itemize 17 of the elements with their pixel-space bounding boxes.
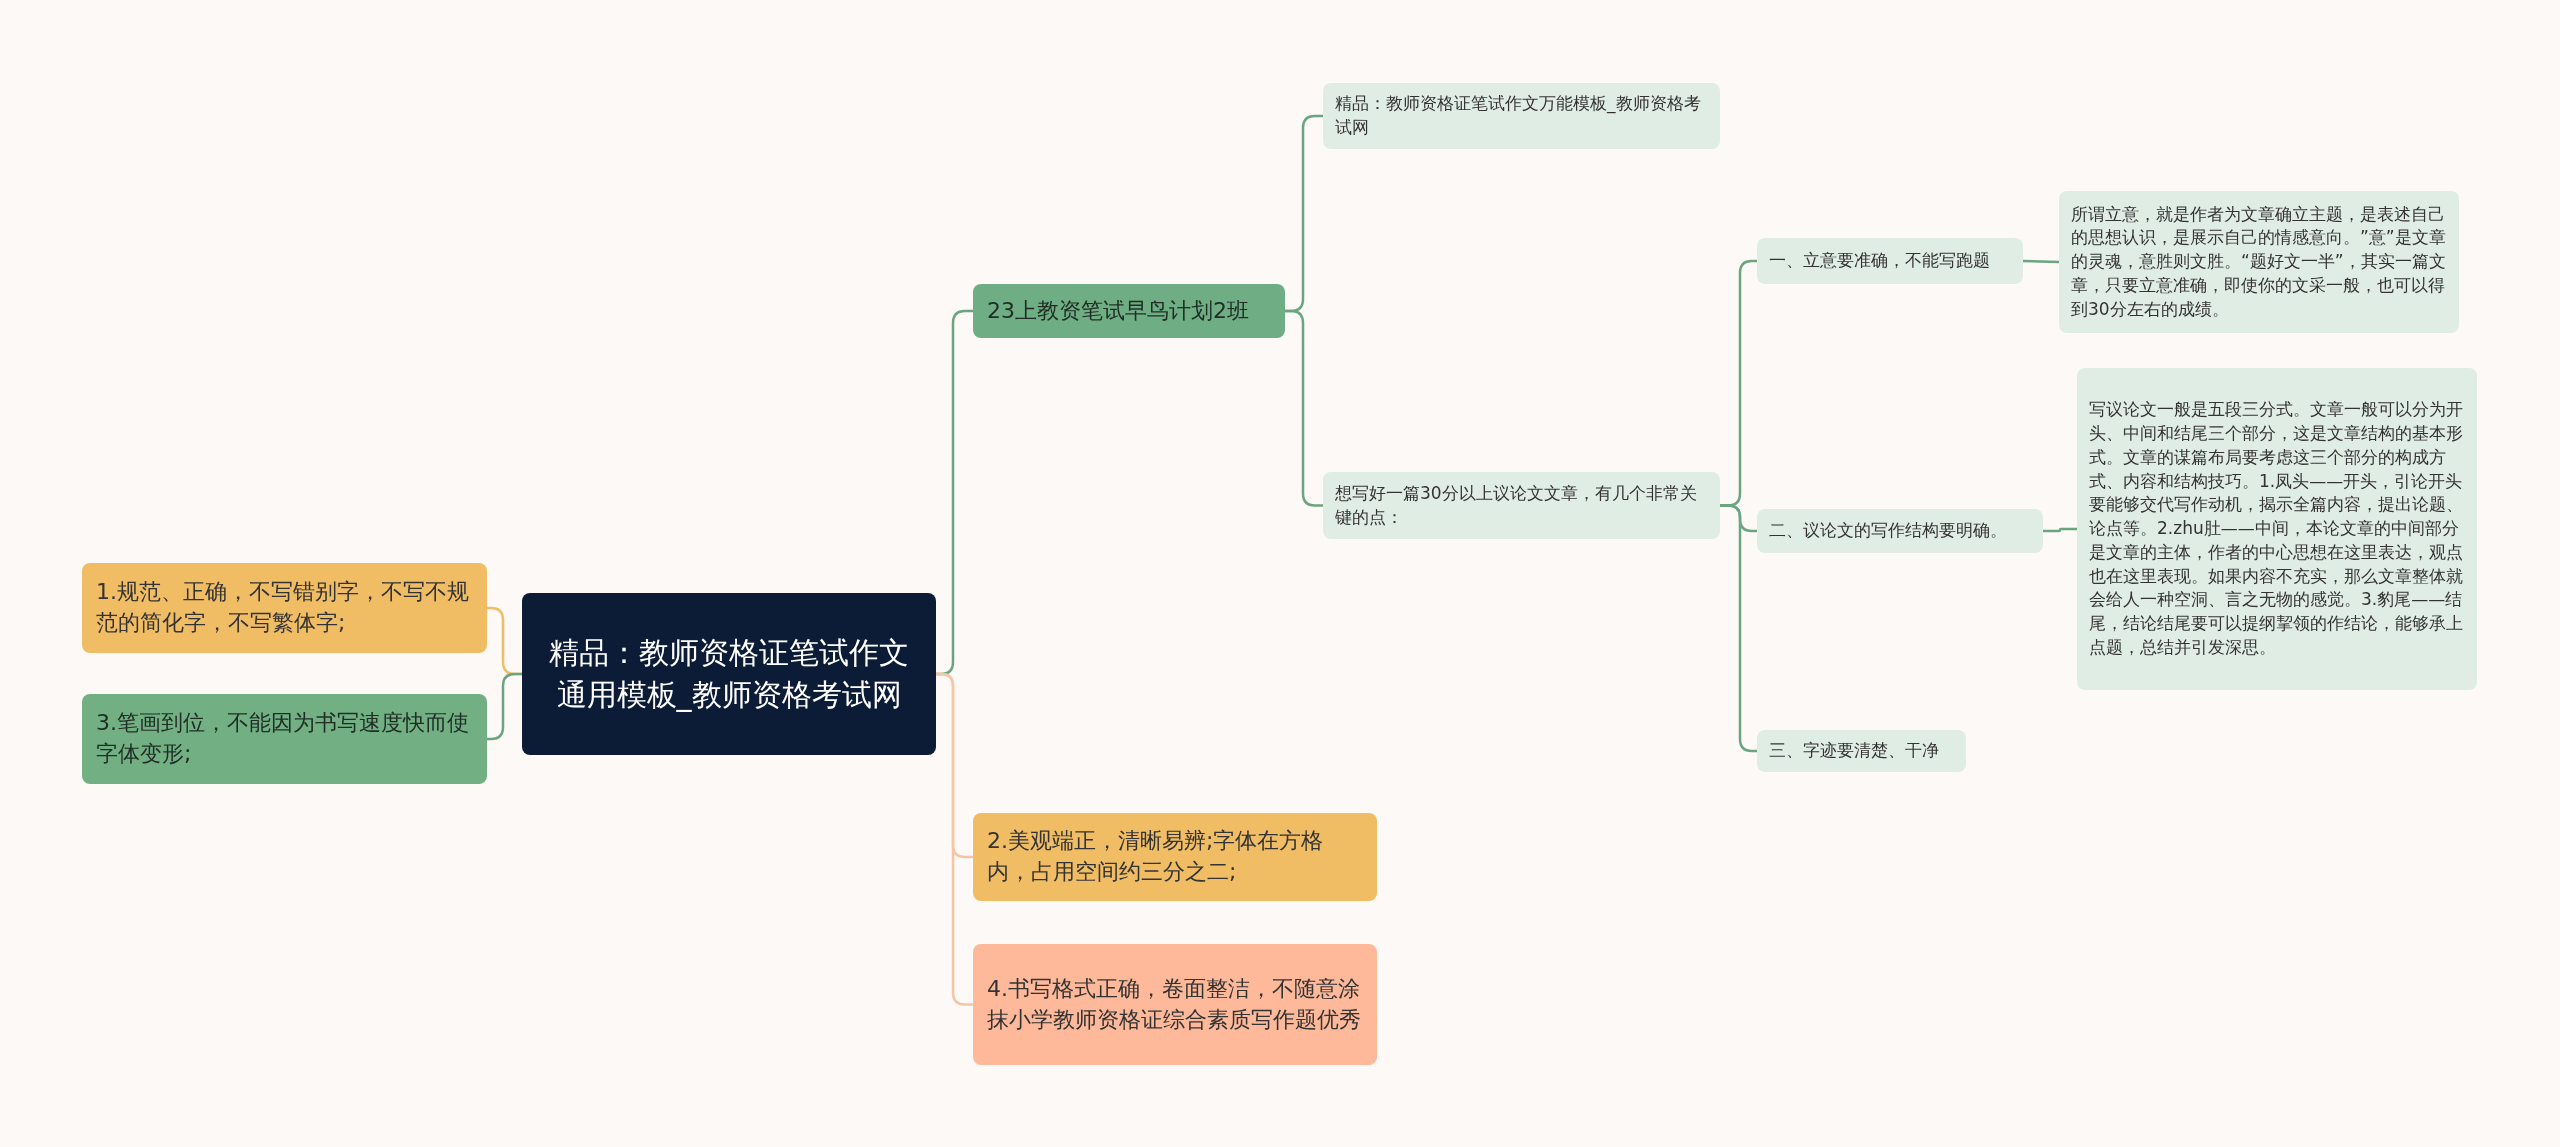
connector-line — [936, 672, 973, 1006]
note-box: 写议论文一般是五段三分式。文章一般可以分为开头、中间和结尾三个部分，这是文章结构的基本形式。文章的谋篇布局要考虑这三个部分的构成方式、内容和结构技巧。1.凤头——开头，引论开头要能够交代写作动机，揭示全篇内容，提出论题、论点等。2.zhu肚——中间，本论文章的中间部分是文章的主体，作者的中心思想在这里表达，观点也在这里表现。如果内容不充实，那么文章整体就会给人一种空洞、言之无物的感觉。3.豹尾——结尾，结论结尾要可以提纲挈领的作结论，能够承上点题，总结并引发深思。 — [2077, 368, 2477, 690]
note-box: 所谓立意，就是作者为文章确立主题，是表述自己的思想认识，是展示自己的情感意向。”意”是文章的灵魂，意胜则文胜。“题好文一半”，其实一篇文章，只要立意准确，即使你的文采一般，也可以得到30分左右的成绩。 — [2059, 191, 2459, 333]
subtopic-box: 三、字迹要清楚、干净 — [1757, 730, 1966, 772]
connector-line — [2043, 527, 2077, 533]
topic-box: 2.美观端正，清晰易辨;字体在方格内，占用空间约三分之二; — [973, 813, 1377, 901]
topic-box: 4.书写格式正确，卷面整洁，不随意涂抹小学教师资格证综合素质写作题优秀 — [973, 944, 1377, 1065]
subtopic-box: 想写好一篇30分以上议论文文章，有几个非常关键的点： — [1323, 472, 1720, 539]
topic-box: 1.规范、正确，不写错别字，不写不规范的简化字，不写繁体字; — [82, 563, 487, 653]
subtopic-box: 一、立意要准确，不能写跑题 — [1757, 238, 2023, 284]
connector-line — [2022, 259, 2060, 264]
topic-box: 3.笔画到位，不能因为书写速度快而使字体变形; — [82, 694, 487, 784]
connector-line — [1285, 309, 1323, 507]
central-topic-box: 精品：教师资格证笔试作文通用模板_教师资格考试网 — [522, 593, 936, 755]
subtopic-box: 精品：教师资格证笔试作文万能模板_教师资格考试网 — [1323, 83, 1720, 149]
subtopic-box: 二、议论文的写作结构要明确。 — [1757, 509, 2043, 553]
topic-box: 23上教资笔试早鸟计划2班 — [973, 284, 1285, 338]
